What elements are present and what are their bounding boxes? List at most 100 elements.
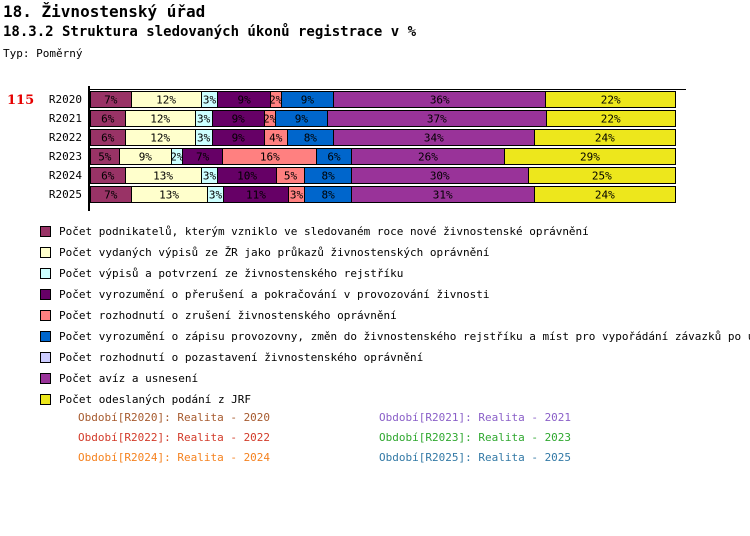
legend-label: Počet rozhodnutí o zrušení živnostenskéh… [59,309,397,322]
bar-segment-value: 29% [580,150,600,163]
legend-item: Počet podnikatelů, kterým vzniklo ve sle… [40,221,750,242]
bar-segment: 6% [90,110,126,127]
bar-segment-value: 26% [417,150,438,163]
legend-swatch-icon [40,268,51,279]
bar-segment-value: 12% [150,112,171,125]
period-legend-item: Období[R2020]: Realita - 2020 [78,411,271,424]
bar-segment-value: 22% [600,93,621,106]
bar-row: 6%13%3%10%5%8%30%25% [90,167,676,184]
bar-segment: 24% [533,186,676,203]
bar-segment-value: 16% [259,150,280,163]
legend-swatch-icon [40,247,51,258]
bar-segment: 3% [194,129,213,146]
legend-item: Počet vyrozumění o přerušení a pokračová… [40,284,750,305]
bar-segment: 7% [90,91,132,108]
bar-segment: 9% [211,110,265,127]
bar-segment: 9% [280,91,335,108]
legend-label: Počet avíz a usnesení [59,372,199,385]
legend-swatch-icon [40,289,51,300]
bar-segment: 22% [545,91,676,108]
bar-segment: 3% [200,91,219,108]
bar-segment: 12% [124,129,196,146]
bar-segment-value: 34% [423,131,444,144]
bar-segment-value: 6% [101,112,115,125]
bar-segment: 34% [333,129,535,146]
bar-segment-value: 11% [246,188,266,201]
legend-label: Počet vyrozumění o zápisu provozovny, zm… [59,330,750,343]
bar-segment-value: 22% [600,112,621,125]
bar-segment: 10% [217,167,277,184]
legend-swatch-icon [40,226,51,237]
bar-segment: 13% [130,186,208,203]
bar-segment: 31% [350,186,535,203]
bar-segment: 6% [90,129,126,146]
bar-segment: 7% [181,148,224,165]
bar-segment: 11% [223,186,289,203]
chart-title: 18.3.2 Struktura sledovaných úkonů regis… [3,24,417,40]
bar-segment-value: 7% [104,188,118,201]
legend-label: Počet vyrozumění o přerušení a pokračová… [59,288,490,301]
page-number: 115 [7,93,35,108]
bar-segment-value: 13% [159,188,179,201]
bar-segment-value: 30% [429,169,450,182]
bar-segment-value: 9% [231,112,245,125]
legend-item: Počet rozhodnutí o pozastavení živnosten… [40,347,750,368]
bar-segment: 12% [124,110,196,127]
bar-row: 5%9%2%7%16%6%26%29% [90,148,676,165]
bar-segment-value: 9% [138,150,152,163]
period-legend-item: Období[R2021]: Realita - 2021 [379,411,572,424]
legend-item: Počet vydaných výpisů ze ŽR jako průkazů… [40,242,750,263]
bar-segment: 30% [350,167,529,184]
bar-segment-value: 2% [170,150,184,163]
legend-swatch-icon [40,331,51,342]
bar-segment-value: 13% [153,169,174,182]
bar-row-label: R2023 [48,150,82,163]
legend-swatch-icon [40,352,51,363]
bar-segment-value: 3% [202,93,217,106]
bar-segment-value: 9% [300,93,314,106]
bar-segment-value: 37% [426,112,447,125]
bar-segment-value: 3% [197,112,211,125]
bar-segment-value: 24% [594,131,615,144]
bar-segment-value: 8% [303,131,317,144]
bar-row-label: R2025 [48,188,82,201]
page-title: 18. Živnostenský úřad [3,2,206,21]
bar-segment-value: 3% [289,188,304,201]
bar-segment-value: 25% [591,169,612,182]
bar-segment: 16% [222,148,318,165]
bar-segment: 37% [327,110,547,127]
bar-row-label: R2021 [48,112,82,125]
bar-segment: 9% [211,129,265,146]
bar-segment: 36% [333,91,547,108]
bar-row: 7% 12% 3% 9% 2% 9% 36% 22% [90,91,676,108]
bar-segment-value: 6% [101,169,115,182]
chart-type-label: Typ: Poměrný [3,47,83,60]
bar-segment-value: 3% [208,188,223,201]
legend-label: Počet odeslaných podání z JRF [59,393,252,406]
bar-segment-value: 3% [197,131,211,144]
legend-item: Počet odeslaných podání z JRF [40,389,750,410]
bar-segment-value: 2% [269,93,283,106]
legend-item: Počet rozhodnutí o zrušení živnostenskéh… [40,305,750,326]
bar-segment-value: 8% [321,188,335,201]
bar-segment: 9% [118,148,172,165]
bar-segment: 26% [350,148,505,165]
legend-item: Počet výpisů a potvrzení ze živnostenské… [40,263,750,284]
legend-label: Počet výpisů a potvrzení ze živnostenské… [59,267,404,280]
bar-segment: 12% [130,91,202,108]
bar-segment: 7% [90,186,132,203]
bar-row-label: R2024 [48,169,82,182]
period-legend-item: Období[R2024]: Realita - 2024 [78,451,271,464]
bar-segment: 22% [545,110,676,127]
bar-segment-value: 7% [104,93,118,106]
bar-segment: 5% [90,148,120,165]
bar-segment-value: 9% [237,93,251,106]
period-legend-item: Období[R2022]: Realita - 2022 [78,431,271,444]
bar-segment: 8% [286,129,335,146]
bar-segment: 4% [263,129,288,146]
bar-segment-value: 6% [101,131,115,144]
bar-segment-value: 5% [283,169,298,182]
bar-segment-value: 12% [156,93,177,106]
